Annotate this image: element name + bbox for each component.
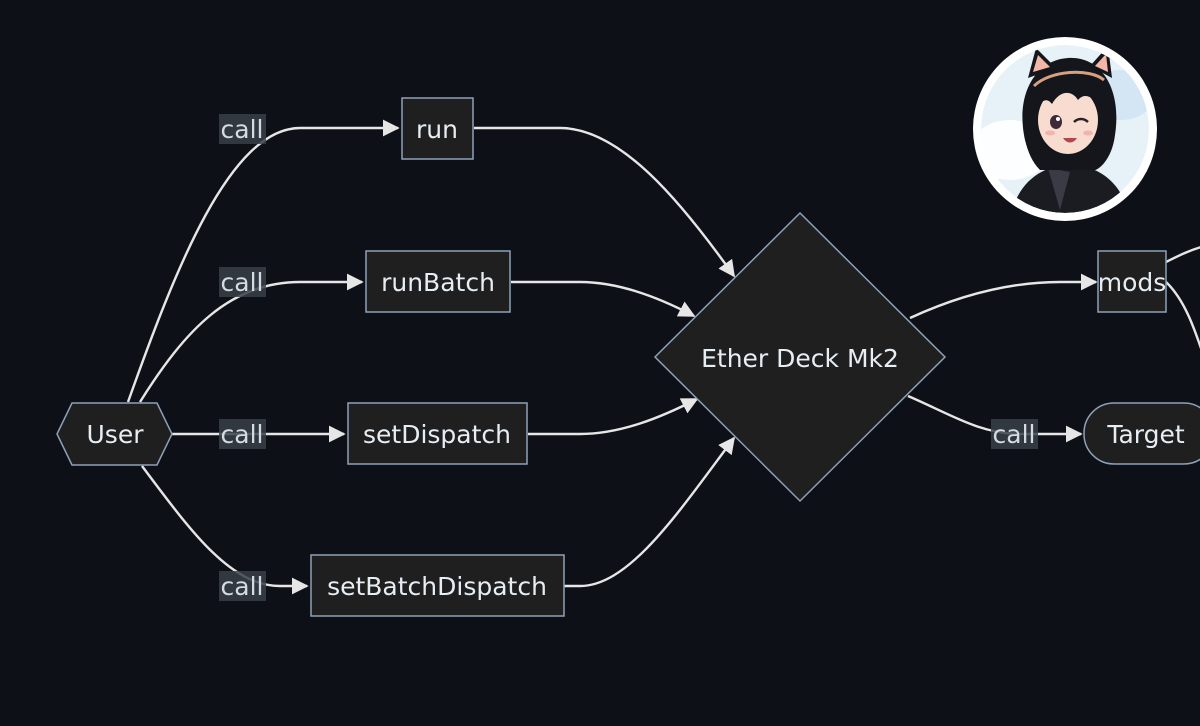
- svg-text:call: call: [221, 572, 264, 601]
- node-setbatchdispatch[interactable]: setBatchDispatch: [310, 554, 565, 617]
- node-target[interactable]: Target: [1083, 402, 1200, 465]
- edge-deck-mods: [909, 273, 1098, 320]
- edge-run-deck: [474, 126, 735, 278]
- edge-label-user-runbatch: call: [219, 267, 266, 297]
- svg-text:call: call: [221, 420, 264, 449]
- svg-text:Target: Target: [1106, 420, 1185, 449]
- svg-text:run: run: [416, 115, 458, 144]
- edge-runbatch-deck: [511, 280, 696, 318]
- edge-label-user-setbatchdispatch: call: [219, 571, 266, 601]
- node-runbatch[interactable]: runBatch: [365, 250, 511, 313]
- node-run[interactable]: run: [401, 97, 474, 160]
- svg-text:runBatch: runBatch: [381, 268, 495, 297]
- edge-mods-offscreen: [1165, 281, 1200, 349]
- svg-text:mods: mods: [1098, 268, 1167, 297]
- svg-text:setBatchDispatch: setBatchDispatch: [327, 572, 547, 601]
- edge-user-run: [126, 119, 400, 403]
- edge-label-deck-target: call: [991, 419, 1038, 449]
- edge-label-user-run: call: [219, 114, 266, 144]
- edge-setdispatch-deck: [528, 397, 699, 436]
- avatar: [973, 37, 1157, 221]
- svg-text:call: call: [993, 420, 1036, 449]
- anime-avatar-icon: [981, 45, 1149, 213]
- edge-user-runbatch: [138, 273, 364, 403]
- svg-text:User: User: [87, 420, 145, 449]
- svg-text:call: call: [221, 268, 264, 297]
- edge-mods-offscreen-top: [1165, 246, 1200, 264]
- node-setdispatch[interactable]: setDispatch: [347, 402, 528, 465]
- node-mods[interactable]: mods: [1097, 250, 1167, 313]
- edge-user-setbatchdispatch: [141, 465, 309, 595]
- svg-text:Ether Deck Mk2: Ether Deck Mk2: [701, 344, 899, 373]
- edge-label-user-setdispatch: call: [219, 419, 266, 449]
- node-ether-deck-mk2[interactable]: Ether Deck Mk2: [653, 211, 947, 503]
- edge-setbatchdispatch-deck: [564, 436, 736, 588]
- node-user[interactable]: User: [56, 402, 173, 466]
- svg-text:setDispatch: setDispatch: [363, 420, 511, 449]
- svg-text:call: call: [221, 115, 264, 144]
